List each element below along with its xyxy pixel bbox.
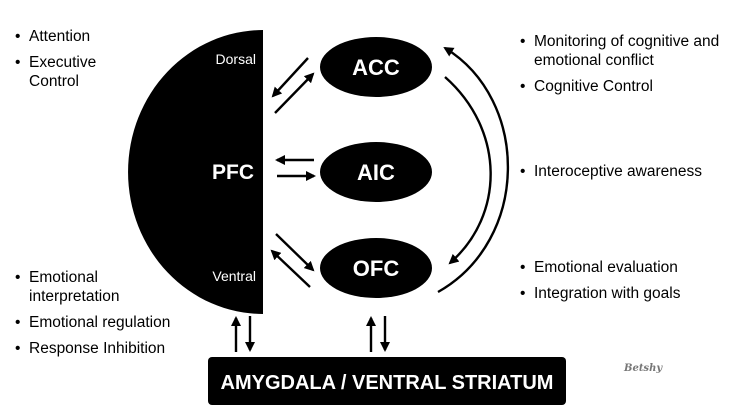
aic-node: AIC bbox=[320, 142, 432, 202]
pfc-label: PFC bbox=[212, 161, 254, 184]
pfc-dorsal-label: Dorsal bbox=[216, 51, 256, 67]
function-item: Attention bbox=[15, 27, 135, 46]
ofc-node: OFC bbox=[320, 238, 432, 298]
pfc-shape bbox=[128, 30, 263, 314]
pfc-node: Dorsal PFC Ventral bbox=[128, 30, 263, 314]
function-item: Interoceptive awareness bbox=[520, 162, 734, 181]
arrow-pfc-to-acc bbox=[274, 72, 315, 114]
arrow-pfc-to-ofc bbox=[275, 233, 315, 272]
arrow-acc-to-ofc bbox=[444, 76, 492, 265]
acc-functions: Monitoring of cognitive and emotional co… bbox=[520, 32, 730, 103]
function-item: Emotional regulation bbox=[15, 313, 215, 332]
amygdala-node: AMYGDALA / VENTRAL STRIATUM bbox=[208, 357, 566, 405]
author-credit: Betshy bbox=[624, 363, 663, 374]
aic-label: AIC bbox=[357, 160, 395, 185]
function-item: Response Inhibition bbox=[15, 339, 215, 358]
ofc-label: OFC bbox=[353, 256, 400, 281]
acc-node: ACC bbox=[320, 37, 432, 97]
function-item: Integration with goals bbox=[520, 284, 730, 303]
ofc-functions: Emotional evaluation Integration with go… bbox=[520, 258, 730, 310]
function-item: Emotional evaluation bbox=[520, 258, 730, 277]
arrow-ofc-to-acc bbox=[437, 46, 510, 294]
pfc-ventral-label: Ventral bbox=[212, 268, 256, 284]
function-item: Executive Control bbox=[15, 53, 109, 91]
arrow-acc-to-pfc bbox=[271, 57, 309, 98]
dorsal-pfc-functions: Attention Executive Control bbox=[15, 27, 135, 98]
acc-ellipse bbox=[320, 37, 432, 97]
ofc-ellipse bbox=[320, 238, 432, 298]
aic-ellipse bbox=[320, 142, 432, 202]
function-item: Emotional interpretation bbox=[15, 268, 139, 306]
acc-label: ACC bbox=[352, 55, 400, 80]
function-item: Monitoring of cognitive and emotional co… bbox=[520, 32, 730, 70]
aic-functions: Interoceptive awareness bbox=[520, 162, 734, 188]
ventral-pfc-functions: Emotional interpretation Emotional regul… bbox=[15, 268, 215, 365]
amygdala-box bbox=[208, 357, 566, 405]
function-item: Cognitive Control bbox=[520, 77, 730, 96]
arrow-ofc-to-pfc bbox=[270, 249, 311, 288]
amygdala-label: AMYGDALA / VENTRAL STRIATUM bbox=[221, 372, 554, 394]
